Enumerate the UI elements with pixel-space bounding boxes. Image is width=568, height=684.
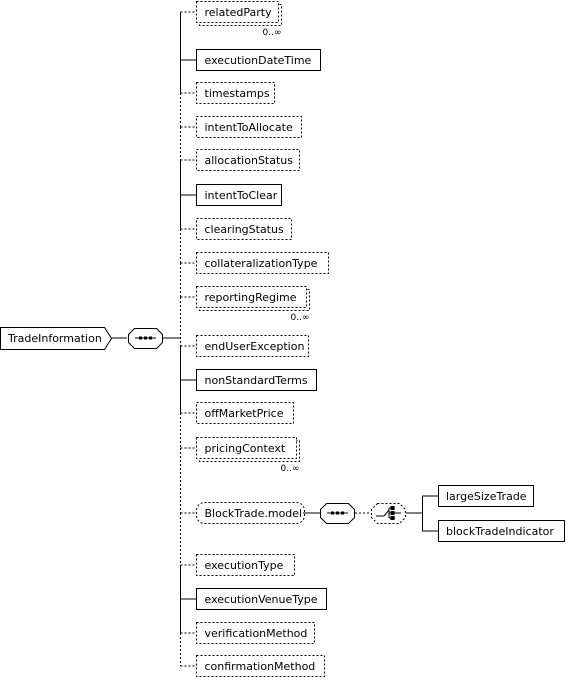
- executionDateTime-label: executionDateTime: [205, 54, 312, 67]
- verificationMethod-element-box[interactable]: [196, 622, 315, 644]
- BlockTrade-model-group-box[interactable]: [196, 502, 305, 524]
- executionType-label: executionType: [205, 559, 284, 572]
- sequence-branches: [180, 11, 197, 667]
- timestamps-element-box[interactable]: [196, 82, 275, 104]
- root-element-box[interactable]: [0, 327, 113, 350]
- endUserException-element-box[interactable]: [196, 335, 309, 357]
- child-elements: relatedParty 0..∞ executionDateTime timesta…: [196, 1, 329, 677]
- endUserException-label: endUserException: [205, 340, 305, 353]
- pricingContext-label: pricingContext: [205, 442, 286, 455]
- clearingStatus-label: clearingStatus: [205, 223, 284, 236]
- reportingRegime-label: reportingRegime: [205, 291, 297, 304]
- root-element-label: TradeInformation: [7, 332, 102, 345]
- reportingRegime-element-box[interactable]: [196, 286, 307, 308]
- BlockTrade-model-label: BlockTrade.model: [205, 507, 303, 520]
- intentToAllocate-element-box[interactable]: [196, 116, 302, 138]
- sequence-icon: [135, 336, 156, 340]
- blockTradeIndicator-element-box[interactable]: [438, 520, 565, 542]
- executionType-element-box[interactable]: [196, 554, 295, 576]
- relatedParty-cardinality: 0..∞: [263, 28, 282, 38]
- nonStandardTerms-element-box[interactable]: [196, 369, 317, 391]
- pricingContext-element-box[interactable]: [196, 437, 297, 459]
- reportingRegime-cardinality: 0..∞: [291, 313, 310, 323]
- timestamps-label: timestamps: [205, 87, 270, 100]
- largeSizeTrade-element-box[interactable]: [438, 485, 534, 507]
- allocationStatus-label: allocationStatus: [205, 154, 294, 167]
- intentToAllocate-label: intentToAllocate: [205, 121, 293, 134]
- confirmationMethod-label: confirmationMethod: [205, 660, 316, 673]
- offMarketPrice-element-box[interactable]: [196, 402, 294, 424]
- allocationStatus-element-box[interactable]: [196, 149, 300, 171]
- group-sequence-icon: [327, 511, 348, 515]
- executionVenueType-label: executionVenueType: [205, 593, 318, 606]
- offMarketPrice-label: offMarketPrice: [205, 407, 284, 420]
- clearingStatus-element-box[interactable]: [196, 218, 292, 240]
- relatedParty-label: relatedParty: [205, 6, 273, 19]
- blockTradeIndicator-label: blockTradeIndicator: [446, 525, 554, 538]
- nonStandardTerms-label: nonStandardTerms: [205, 374, 308, 387]
- confirmationMethod-element-box[interactable]: [196, 655, 325, 677]
- collateralizationType-element-box[interactable]: [196, 252, 329, 274]
- pricingContext-cardinality: 0..∞: [281, 464, 300, 474]
- largeSizeTrade-label: largeSizeTrade: [446, 490, 527, 503]
- relatedParty-element-box[interactable]: [196, 1, 279, 23]
- verificationMethod-label: verificationMethod: [205, 627, 308, 640]
- intentToClear-label: intentToClear: [205, 189, 278, 202]
- collateralizationType-label: collateralizationType: [205, 257, 318, 270]
- executionVenueType-element-box[interactable]: [196, 588, 327, 610]
- executionDateTime-element-box[interactable]: [196, 49, 321, 71]
- intentToClear-element-box[interactable]: [196, 184, 282, 206]
- choice-icon: [376, 506, 401, 520]
